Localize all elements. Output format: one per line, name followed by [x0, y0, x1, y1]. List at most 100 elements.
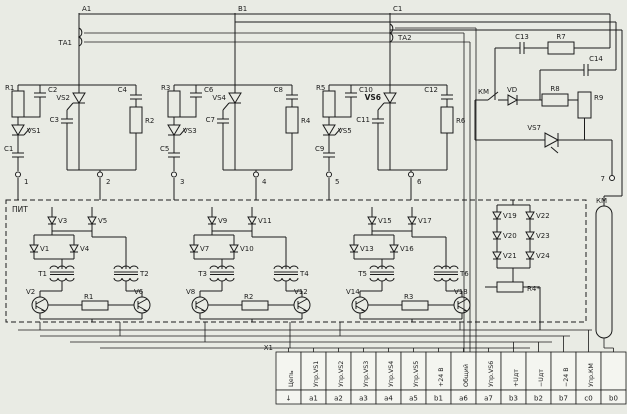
p2-d-top2: V11: [258, 217, 272, 225]
p1-t-right: Т2: [139, 270, 149, 278]
x1-col-label-4: Упр.VS4: [388, 361, 395, 387]
x1-label-cell-3: [350, 351, 377, 391]
m3-c-right-label: C12: [424, 86, 438, 94]
p3-d-bot1: V13: [360, 245, 374, 253]
vs7-label: VS7: [527, 124, 541, 132]
m3-term-right: 6: [417, 178, 422, 186]
p2-r: R2: [244, 293, 253, 301]
diode-bridge: [485, 200, 541, 330]
x1-label-cell-2: [325, 351, 352, 391]
p2-d-top1: V9: [218, 217, 227, 225]
x1-label-cell-4: [375, 351, 402, 391]
r4-star-label: R4*: [527, 285, 540, 293]
x1-col-pin-0: ↓: [286, 395, 292, 403]
p3-tr-left: V14: [346, 288, 360, 296]
m1-vs-mid-label: VS2: [56, 94, 70, 102]
x1-col-label-3: Упр.VS3: [363, 361, 370, 387]
x1-col-pin-7: а6: [459, 395, 468, 403]
p3-d-top2: V17: [418, 217, 432, 225]
x1-col-label-6: +24 В: [438, 367, 445, 387]
x1-name: Х1: [264, 344, 273, 352]
p2-d-bot1: V7: [200, 245, 209, 253]
r7-label: R7: [556, 33, 565, 41]
p2-d-bot2: V10: [240, 245, 254, 253]
x1-col-label-0: Цепь: [288, 370, 295, 387]
m1-c-bottom-label: C1: [4, 145, 13, 153]
p1-d-bot2: V4: [80, 245, 90, 253]
m1-c-gate-label: C3: [50, 116, 59, 124]
m1-c-right-label: C4: [118, 86, 128, 94]
x1-label-cell-1: [300, 351, 327, 391]
p1-tr-left: V2: [26, 288, 35, 296]
v24-label: V24: [536, 252, 550, 260]
pit-block-outline: [5, 199, 587, 323]
p3-d-bot2: V16: [400, 245, 414, 253]
x1-label-cell-13: [600, 351, 627, 391]
km-contact-label: КМ: [478, 88, 489, 96]
m1-r-right-label: R2: [145, 117, 154, 125]
m2-term-left: 3: [180, 178, 184, 186]
ta2-label: ТА2: [397, 34, 412, 42]
x1-col-pin-4: а4: [384, 395, 393, 403]
p1-t-left: Т1: [37, 270, 47, 278]
m1-vs-left-label: VS1: [27, 127, 41, 135]
p3-d-top1: V15: [378, 217, 392, 225]
v23-label: V23: [536, 232, 550, 240]
x1-col-pin-1: а1: [309, 395, 318, 403]
p2-tr-right: V12: [294, 288, 308, 296]
vd-label: VD: [507, 86, 517, 94]
m3-r-right-label: R6: [456, 117, 466, 125]
m3-vs-left-label: VS5: [338, 127, 352, 135]
wiring-right-block: [474, 41, 616, 181]
x1-label-cell-7: [450, 351, 477, 391]
x1-label-cell-8: [475, 351, 502, 391]
p3-tr-right: V18: [454, 288, 468, 296]
v21-label: V21: [503, 252, 517, 260]
x1-col-pin-9: b3: [509, 395, 518, 403]
x1-col-pin-3: а3: [359, 395, 368, 403]
m1-r-left-label: R1: [5, 84, 14, 92]
km-coil: [595, 205, 613, 339]
x1-label-cell-6: [425, 351, 452, 391]
p2-tr-left: V8: [186, 288, 195, 296]
x1-col-pin-6: b1: [434, 395, 443, 403]
x1-terminal-table: Цепь ↓ Упр.VS1 а1 Упр.VS2 а2 Упр.VS3 а3 Упр.VS4 а…: [275, 351, 627, 405]
x1-col-pin-8: а7: [484, 395, 493, 403]
x1-col-label-2: Упр.VS2: [338, 361, 345, 387]
m1-term-left: 1: [24, 178, 28, 186]
x1-pin-cell-13: [600, 389, 627, 405]
x1-label-cell-9: [500, 351, 527, 391]
p1-d-bot1: V1: [40, 245, 49, 253]
x1-col-pin-2: а2: [334, 395, 343, 403]
m2-vs-mid-label: VS4: [212, 94, 226, 102]
m1-c-top-label: C2: [48, 86, 57, 94]
x1-col-pin-12: с0: [584, 395, 592, 403]
m2-r-left-label: R3: [161, 84, 170, 92]
x1-col-label-9: +Uдт: [513, 369, 520, 387]
p3-r: R3: [404, 293, 413, 301]
wiring-top: [17, 13, 623, 352]
x1-col-pin-10: b2: [534, 395, 543, 403]
m2-c-top-label: C6: [204, 86, 214, 94]
p3-t-right: Т6: [459, 270, 469, 278]
v20-label: V20: [503, 232, 517, 240]
m3-c-top-label: C10: [359, 86, 373, 94]
wiring-bottom: [18, 322, 614, 352]
m3-r-left-label: R5: [316, 84, 325, 92]
x1-col-label-1: Упр.VS1: [313, 361, 320, 387]
m1-term-right: 2: [106, 178, 110, 186]
phase-a-label: А1: [82, 5, 91, 13]
m3-vs-mid-label: VS6: [365, 93, 381, 102]
m3-c-gate-label: C11: [356, 116, 370, 124]
x1-col-pin-11: b7: [559, 395, 568, 403]
m2-c-right-label: C8: [274, 86, 283, 94]
p1-d-top1: V3: [58, 217, 67, 225]
m2-r-right-label: R4: [301, 117, 311, 125]
p1-d-top2: V5: [98, 217, 107, 225]
m2-c-gate-label: C7: [206, 116, 215, 124]
x1-col-label-8: Упр.VS6: [488, 361, 495, 387]
x1-col-label-5: Упр.VS5: [413, 361, 420, 387]
x1-col-pin-5: а5: [409, 395, 418, 403]
m2-c-bottom-label: C5: [160, 145, 169, 153]
